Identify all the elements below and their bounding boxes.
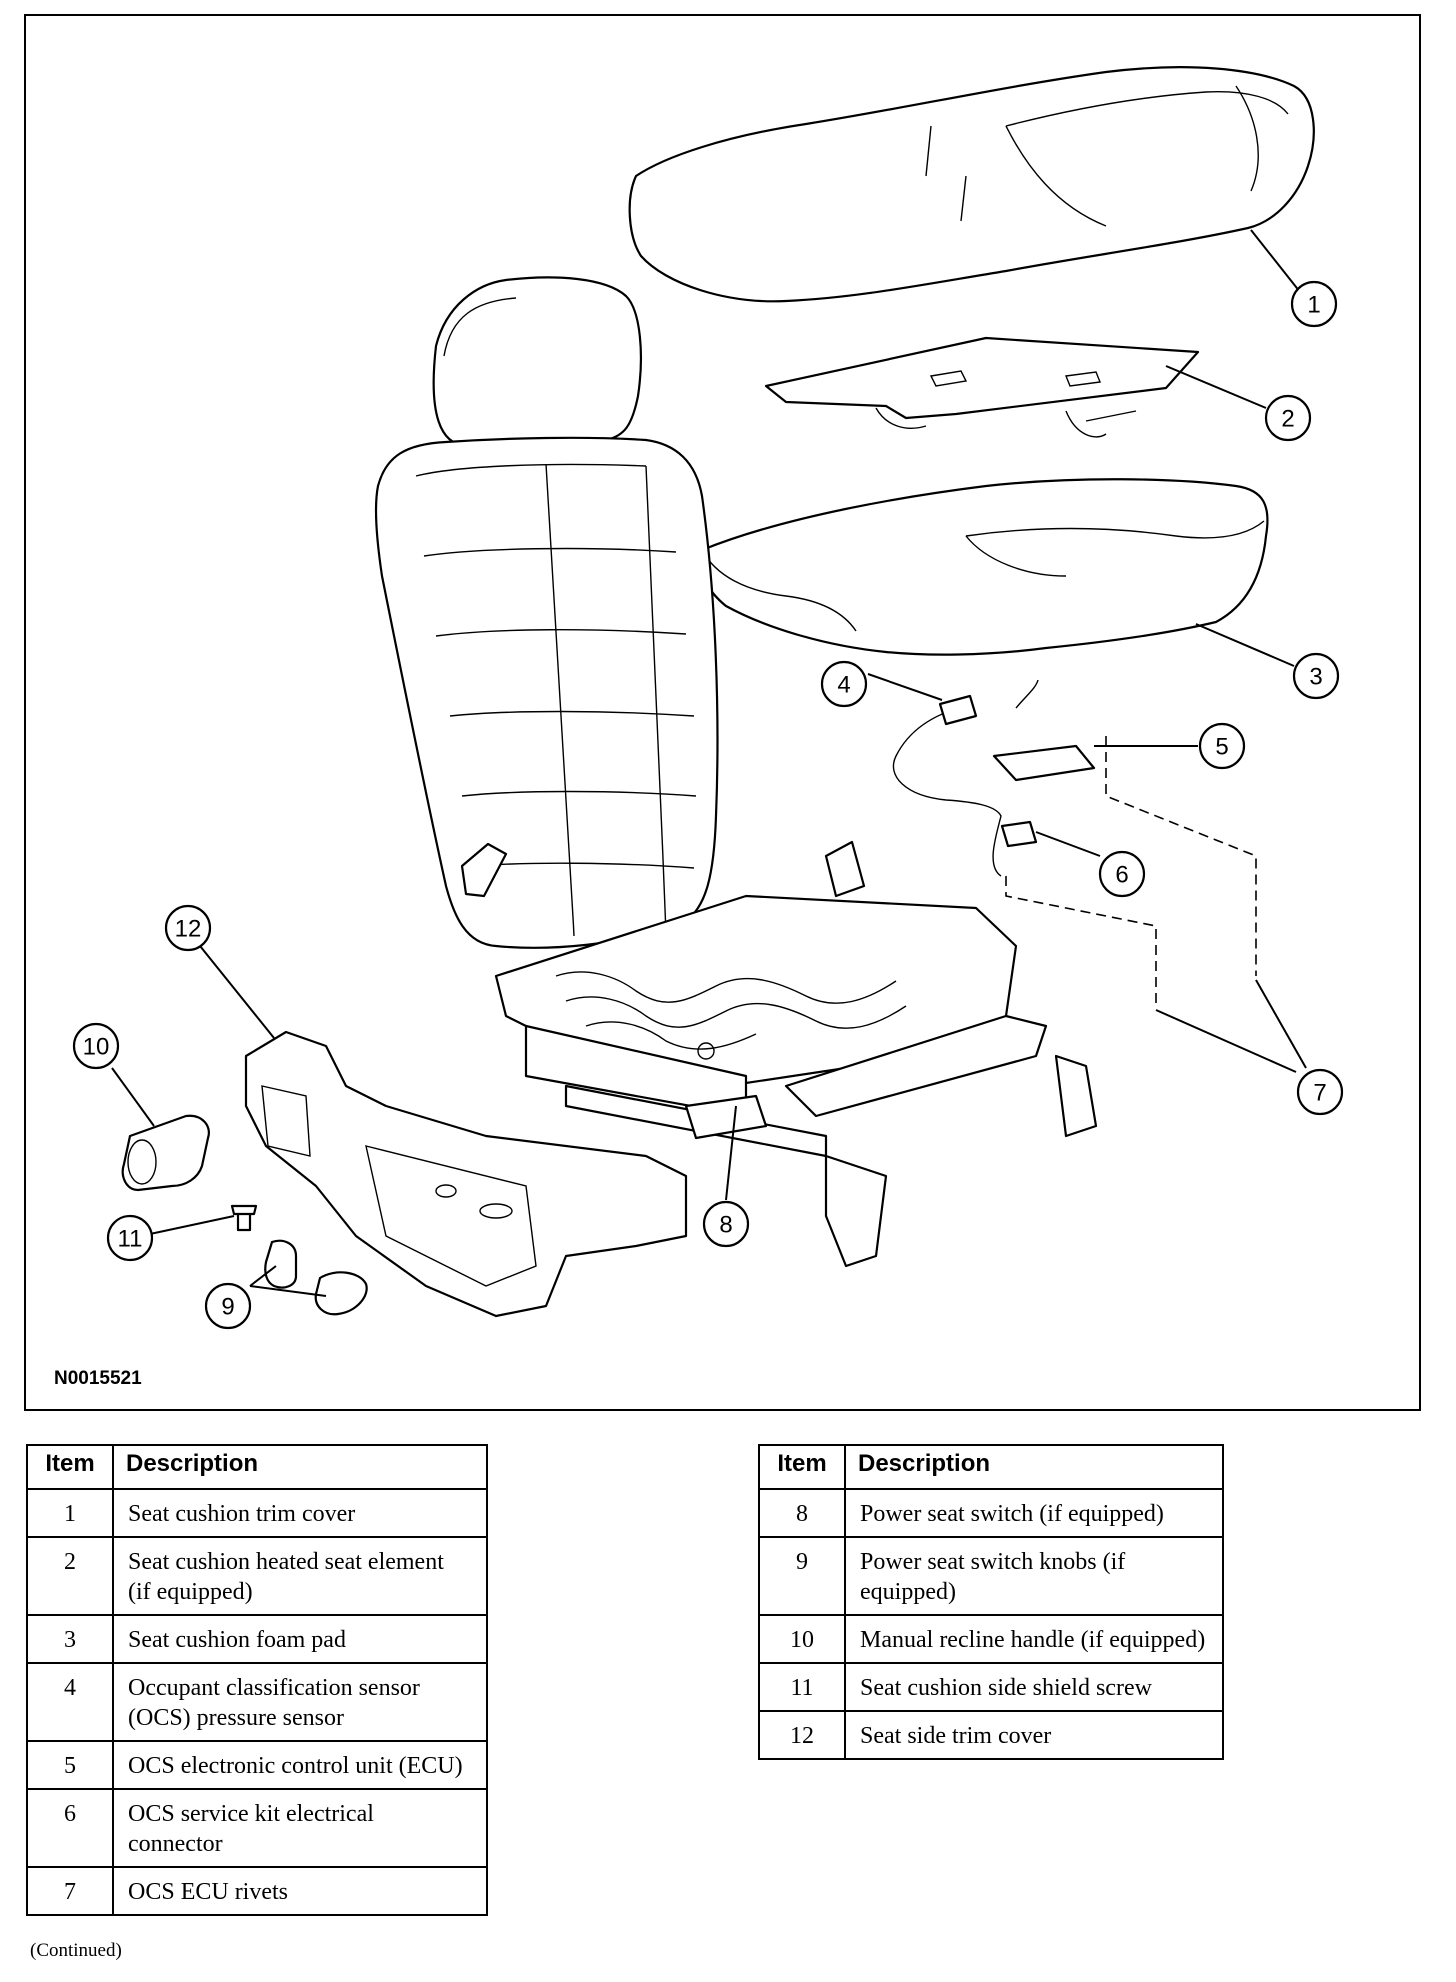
callout-4: 4 <box>820 660 868 708</box>
callout-11: 11 <box>106 1214 154 1262</box>
header-item: Item <box>26 1444 114 1490</box>
svg-text:10: 10 <box>83 1034 110 1061</box>
item-description: Seat side trim cover <box>844 1710 1224 1760</box>
leader-11 <box>149 1215 235 1235</box>
item-number: 8 <box>758 1488 846 1538</box>
item-number: 2 <box>26 1536 114 1616</box>
leader-10 <box>111 1067 155 1127</box>
leader-2 <box>1165 365 1267 409</box>
item-number: 4 <box>26 1662 114 1742</box>
leader-4 <box>867 673 943 701</box>
callout-10: 10 <box>72 1022 120 1070</box>
item-number: 10 <box>758 1614 846 1664</box>
leader-7a <box>1155 1009 1297 1073</box>
item-description: Power seat switch knobs (if equipped) <box>844 1536 1224 1616</box>
item-description: OCS electronic control unit (ECU) <box>112 1740 488 1790</box>
leader-9 <box>249 1265 327 1297</box>
item-description: Power seat switch (if equipped) <box>844 1488 1224 1538</box>
callout-9: 9 <box>204 1282 252 1330</box>
figure-id: N0015521 <box>54 1368 142 1389</box>
seat-back-drawing <box>374 276 866 949</box>
svg-text:2: 2 <box>1281 406 1294 433</box>
header-description: Description <box>112 1444 488 1490</box>
leader-7b <box>1255 979 1307 1069</box>
item-number: 6 <box>26 1788 114 1868</box>
svg-text:3: 3 <box>1309 664 1322 691</box>
leader-8 <box>725 1105 737 1201</box>
leader-1 <box>1250 229 1301 293</box>
callout-3: 3 <box>1292 652 1340 700</box>
table-header-row: Item Description <box>26 1444 488 1490</box>
header-description: Description <box>844 1444 1224 1490</box>
callout-6: 6 <box>1098 850 1146 898</box>
heated-seat-element-drawing <box>764 336 1200 438</box>
callout-8: 8 <box>702 1200 750 1248</box>
diagram-drawing: 1 2 3 4 5 6 7 8 9 10 11 12 <box>72 66 1344 1330</box>
svg-text:1: 1 <box>1307 292 1320 319</box>
item-description: Seat cushion trim cover <box>112 1488 488 1538</box>
svg-text:12: 12 <box>175 916 202 943</box>
exploded-seat-diagram: 1 2 3 4 5 6 7 8 9 10 11 12 N0015521 <box>24 14 1421 1411</box>
svg-text:11: 11 <box>118 1226 143 1253</box>
seat-side-trim-cover-drawing <box>244 1030 688 1318</box>
callout-2: 2 <box>1264 394 1312 442</box>
item-description: OCS service kit electrical connector <box>112 1788 488 1868</box>
side-shield-screw-drawing <box>230 1204 258 1232</box>
table-header-row: Item Description <box>758 1444 1224 1490</box>
item-number: 5 <box>26 1740 114 1790</box>
leader-12 <box>191 935 275 1039</box>
item-description: Seat cushion heated seat element (if equ… <box>112 1536 488 1616</box>
header-item: Item <box>758 1444 846 1490</box>
item-number: 3 <box>26 1614 114 1664</box>
svg-text:9: 9 <box>221 1294 234 1321</box>
item-number: 11 <box>758 1662 846 1712</box>
item-number: 7 <box>26 1866 114 1916</box>
recline-handle-drawing <box>121 1114 210 1192</box>
item-description: Manual recline handle (if equipped) <box>844 1614 1224 1664</box>
continued-note: (Continued) <box>30 1940 122 1961</box>
item-number: 9 <box>758 1536 846 1616</box>
svg-text:6: 6 <box>1115 862 1128 889</box>
callout-7: 7 <box>1296 1068 1344 1116</box>
seat-cushion-foam-pad-drawing <box>699 478 1269 656</box>
callout-12: 12 <box>164 904 212 952</box>
item-number: 12 <box>758 1710 846 1760</box>
power-seat-switch-knobs-drawing <box>264 1239 368 1316</box>
item-description: Seat cushion side shield screw <box>844 1662 1224 1712</box>
item-number: 1 <box>26 1488 114 1538</box>
svg-text:7: 7 <box>1313 1080 1326 1107</box>
item-description: Occupant classification sensor (OCS) pre… <box>112 1662 488 1742</box>
callout-5: 5 <box>1198 722 1246 770</box>
leader-6 <box>1035 831 1101 857</box>
leader-3 <box>1195 623 1295 667</box>
svg-text:5: 5 <box>1215 734 1228 761</box>
item-description: OCS ECU rivets <box>112 1866 488 1916</box>
item-description: Seat cushion foam pad <box>112 1614 488 1664</box>
seat-frame-drawing <box>494 894 1098 1268</box>
svg-text:8: 8 <box>719 1212 732 1239</box>
ocs-wiring-drawing <box>892 679 1257 1006</box>
seat-cushion-trim-cover-drawing <box>628 66 1315 303</box>
svg-text:4: 4 <box>837 672 850 699</box>
callout-1: 1 <box>1290 280 1338 328</box>
